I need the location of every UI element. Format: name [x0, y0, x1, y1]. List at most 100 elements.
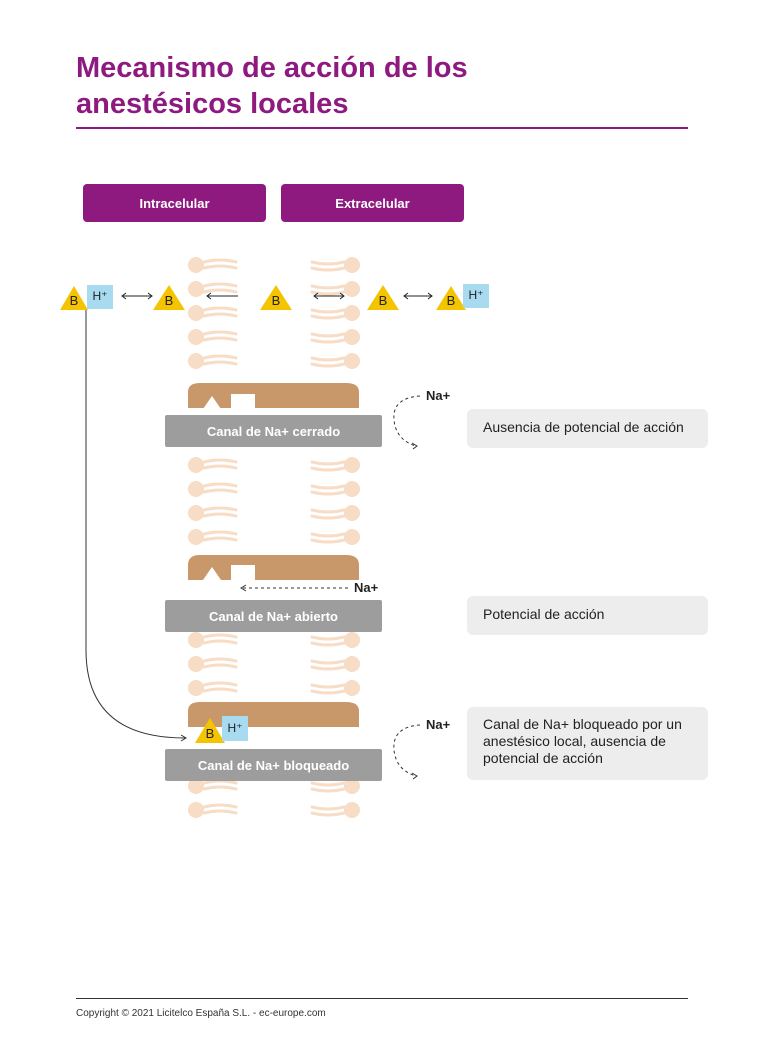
lipid-tail — [310, 466, 346, 472]
lipid-tail — [310, 787, 346, 793]
path-to-blocked-channel — [85, 310, 186, 739]
lipid-tail — [310, 641, 346, 647]
lipid-head — [188, 802, 204, 818]
description-blocked: Canal de Na+ bloqueado por un anestésico… — [467, 707, 708, 780]
lipid-head — [344, 481, 360, 497]
lipid-tail — [310, 332, 346, 338]
lipid-head — [344, 529, 360, 545]
lipid-head — [188, 778, 204, 794]
arrow-equilibrium-2 — [313, 292, 345, 300]
lipid-tail — [202, 458, 238, 464]
lipid-tail — [202, 681, 238, 687]
title-line-1: Mecanismo de acción de los — [76, 52, 468, 84]
svg-text:B: B — [447, 293, 456, 308]
lipid-tail — [202, 803, 238, 809]
lipid-head — [344, 802, 360, 818]
lipid-head — [344, 680, 360, 696]
molecule-bh-right: B H⁺ — [436, 284, 489, 310]
lipid-tail — [202, 488, 238, 494]
lipid-tail — [310, 266, 346, 272]
svg-text:H⁺: H⁺ — [469, 288, 484, 302]
lipid-head — [344, 632, 360, 648]
lipid-tail — [310, 659, 346, 665]
lipid-head — [344, 457, 360, 473]
lipid-tail — [202, 330, 238, 336]
lipid-tail — [202, 336, 238, 342]
lipid-tail — [310, 338, 346, 344]
lipid-tail — [310, 514, 346, 520]
lipid-head — [344, 257, 360, 273]
lipid-head — [188, 329, 204, 345]
lipid-head — [188, 632, 204, 648]
molecule-b-3: B — [367, 285, 399, 310]
svg-text:B: B — [165, 293, 174, 308]
svg-text:B: B — [206, 726, 215, 741]
channel-blocked-label: Canal de Na+ bloqueado — [165, 749, 382, 781]
arrow-equilibrium-3 — [403, 292, 433, 300]
lipid-head — [344, 353, 360, 369]
lipid-tail — [202, 530, 238, 536]
lipid-head — [188, 353, 204, 369]
intracellular-header: Intracelular — [83, 184, 266, 222]
lipid-tail — [310, 532, 346, 538]
na-label-open: Na+ — [354, 580, 379, 595]
title-line-2: anestésicos locales — [76, 88, 349, 120]
lipid-head — [188, 656, 204, 672]
molecule-b-1: B — [153, 285, 185, 310]
na-ion-closed: Na+ — [393, 388, 451, 450]
lipid-tail — [202, 809, 238, 815]
lipid-tail — [310, 665, 346, 671]
na-label-closed: Na+ — [426, 388, 451, 403]
channel-blocked-body — [188, 702, 359, 727]
molecule-bh-left: B H⁺ — [60, 285, 113, 310]
lipid-head — [188, 680, 204, 696]
title-divider — [76, 127, 688, 129]
lipid-tail — [310, 284, 346, 290]
channel-closed-body — [188, 383, 359, 409]
channel-open-body — [188, 555, 359, 580]
lipid-tail — [202, 360, 238, 366]
svg-text:B: B — [379, 293, 388, 308]
lipid-head — [188, 457, 204, 473]
lipid-tail — [202, 512, 238, 518]
lipid-head — [344, 329, 360, 345]
molecule-b-2: B — [260, 285, 292, 310]
lipid-tail — [202, 312, 238, 318]
description-closed: Ausencia de potencial de acción — [467, 409, 708, 448]
lipid-tail — [202, 506, 238, 512]
proton-label: H⁺ — [93, 289, 108, 303]
svg-text:B: B — [272, 293, 281, 308]
channel-closed-label: Canal de Na+ cerrado — [165, 415, 382, 447]
lipid-tail — [310, 290, 346, 296]
lipid-tail — [202, 785, 238, 791]
lipid-tail — [202, 464, 238, 470]
lipid-tail — [310, 811, 346, 817]
page-title: Mecanismo de acción de los anestésicos l… — [76, 50, 468, 122]
extracellular-header: Extracelular — [281, 184, 464, 222]
lipid-tail — [310, 635, 346, 641]
lipid-head — [344, 778, 360, 794]
lipid-tail — [202, 282, 238, 288]
footer-divider — [76, 998, 688, 999]
lipid-tail — [202, 687, 238, 693]
base-label: B — [70, 293, 79, 308]
lipid-head — [188, 505, 204, 521]
lipid-tail — [310, 683, 346, 689]
lipid-head — [344, 305, 360, 321]
lipid-tail — [202, 663, 238, 669]
lipid-head — [344, 656, 360, 672]
lipid-head — [188, 305, 204, 321]
copyright-footer: Copyright © 2021 Licitelco España S.L. -… — [76, 1008, 326, 1019]
na-label-blocked: Na+ — [426, 717, 451, 732]
lipid-head — [344, 505, 360, 521]
lipid-tail — [310, 781, 346, 787]
lipid-tail — [310, 460, 346, 466]
lipid-head — [188, 529, 204, 545]
lipid-head — [344, 281, 360, 297]
lipid-bilayer — [188, 257, 360, 818]
lipid-tail — [202, 639, 238, 645]
svg-text:H⁺: H⁺ — [228, 721, 243, 735]
lipid-tail — [202, 258, 238, 264]
lipid-tail — [310, 484, 346, 490]
lipid-tail — [310, 356, 346, 362]
